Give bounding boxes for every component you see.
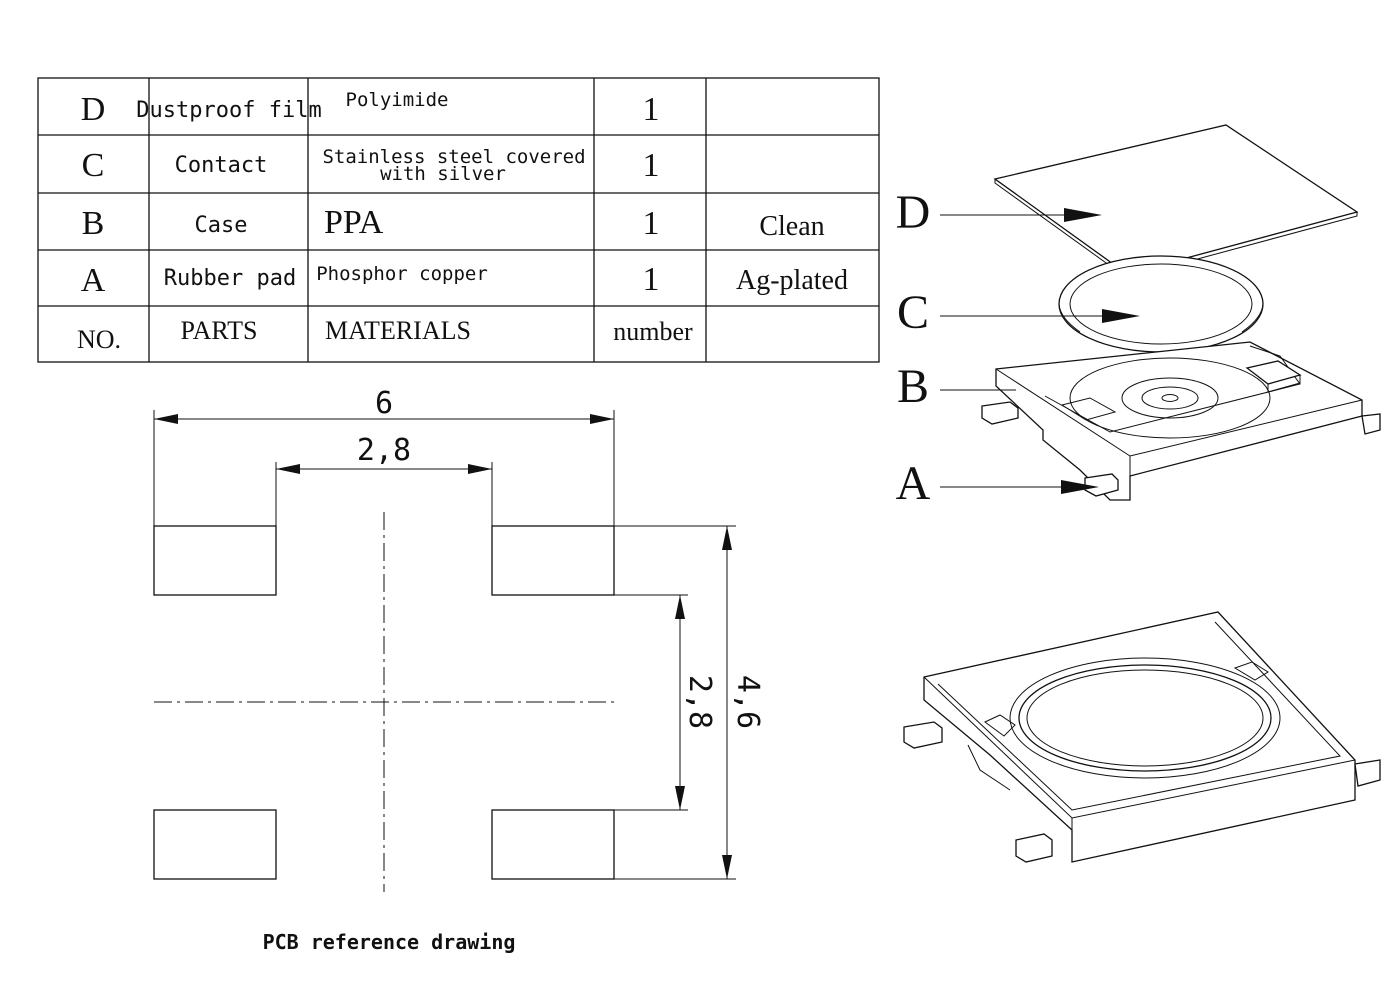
bom-header-number: number [613,317,693,346]
pcb-caption: PCB reference drawing [263,930,516,954]
bom-row-c-id: C [82,147,105,184]
bom-row-d-qty: 1 [643,91,660,128]
bom-row-a-material: Phosphor copper [316,263,488,285]
bom-row-a-qty: 1 [643,261,660,298]
bom-header-no: NO. [77,325,121,354]
dim-inner-width: 2,8 [357,433,411,468]
pad-top-right [491,525,615,596]
pad-bottom-left [153,809,277,880]
bom-row-c-part: Contact [175,153,268,178]
dim-inner-height: 2,8 [682,675,717,729]
callout-label-a: A [896,457,931,510]
bom-row-c-qty: 1 [643,147,660,184]
bom-row-b-id: B [82,205,105,242]
callout-label-d: D [896,186,931,239]
dim-overall-height: 4,6 [730,675,765,729]
callout-label-b: B [897,360,929,413]
callout-label-c: C [897,286,929,339]
pcb-footprint: 6 2,8 2,8 4,6 PCB reference drawing [153,386,765,954]
bom-row-b-qty: 1 [643,205,660,242]
callout-leaders [940,208,1140,494]
bom-header-materials: MATERIALS [325,316,471,345]
bom-row-d-material: Polyimide [346,89,449,111]
exploded-view: D C B A [896,124,1381,510]
case-body [981,341,1381,501]
contact-dome [1058,255,1264,353]
bom-row-b-part: Case [195,213,248,238]
bom-row-a-id: A [81,262,106,299]
bom-row-a-note: Ag-plated [736,265,848,296]
bom-row-d-id: D [81,91,106,128]
pad-top-left [153,525,277,596]
bom-row-a-part: Rubber pad [164,266,296,291]
dim-overall-width: 6 [375,386,393,421]
bom-header-parts: PARTS [181,316,258,345]
bom-row-c-material-line2: with silver [380,163,506,185]
assembled-switch-view [903,611,1381,863]
dustproof-film-sheet [993,124,1359,279]
bom-row-c-material-line1: Stainless steel covered [322,146,585,168]
bom-row-b-material: PPA [324,204,384,241]
rubber-pad-tab [1084,473,1119,497]
bom-table: D Dustproof film Polyimide 1 C Contact S… [37,77,880,363]
bom-row-d-part: Dustproof film [136,98,321,123]
bom-row-b-note: Clean [759,211,824,242]
pad-bottom-right [491,809,615,880]
